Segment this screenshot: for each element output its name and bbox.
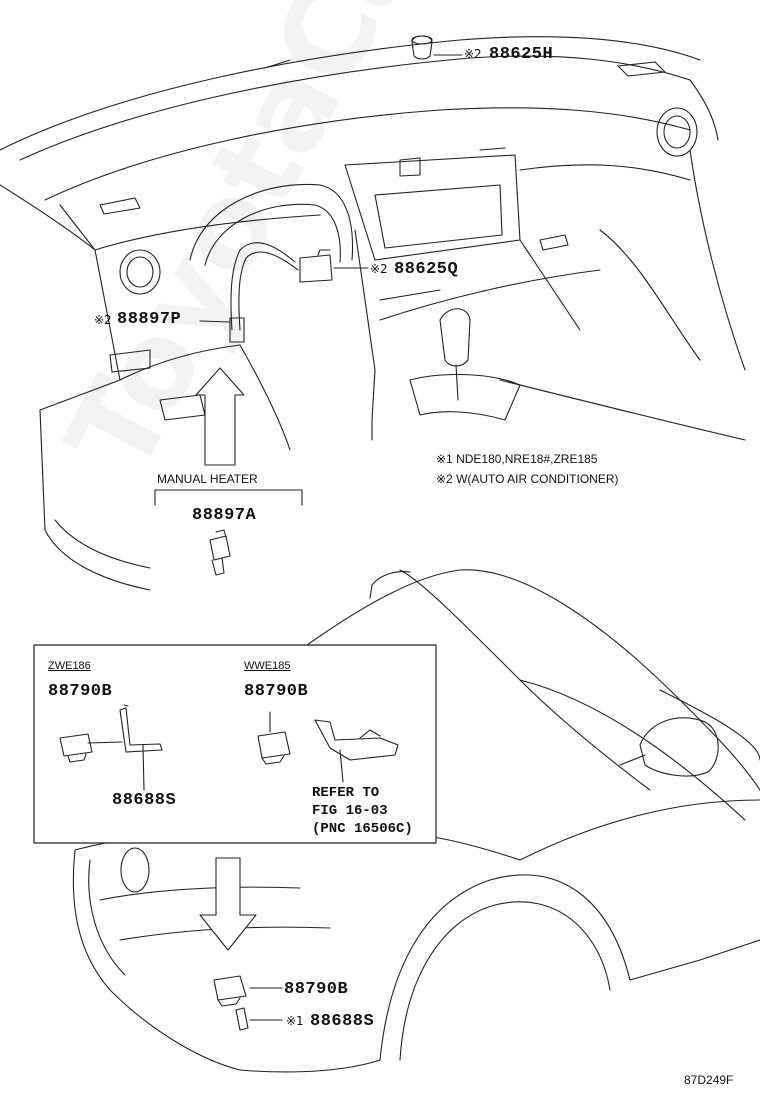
part-88897P[interactable]: 88897P	[117, 310, 182, 329]
note-mark-88897P: ※2	[94, 313, 112, 327]
part-88688S-front[interactable]: 88688S	[310, 1012, 375, 1031]
part-88688S-zwe[interactable]: 88688S	[112, 791, 177, 810]
note-mark-88625Q: ※2	[370, 262, 388, 276]
down-arrow	[199, 857, 257, 951]
inset-box	[33, 644, 437, 844]
wwe-parts	[257, 711, 399, 783]
refer-line-1: REFER TO	[312, 785, 380, 801]
variant-zwe186: ZWE186	[48, 660, 91, 672]
manual-heater-label: MANUAL HEATER	[157, 472, 258, 486]
part-88790B-wwe[interactable]: 88790B	[244, 682, 309, 701]
note-mark-88625H: ※2	[464, 47, 482, 61]
refer-line-3: (PNC 16506C)	[312, 821, 413, 837]
part-88625H[interactable]: 88625H	[489, 45, 554, 64]
part-88790B-zwe[interactable]: 88790B	[48, 682, 113, 701]
part-88790B-front[interactable]: 88790B	[284, 980, 349, 999]
variant-wwe185: WWE185	[244, 660, 291, 672]
front-sensor-parts	[213, 975, 283, 1031]
part-88625Q[interactable]: 88625Q	[394, 260, 459, 279]
footnote-1: ※1 NDE180,NRE18#,ZRE185	[436, 452, 598, 466]
part-88897A[interactable]: 88897A	[192, 506, 257, 525]
diagram-code: 87D249F	[684, 1073, 734, 1087]
car-exterior-outline	[72, 569, 760, 1073]
refer-line-2: FIG 16-03	[312, 803, 388, 819]
note-mark-88688S: ※1	[286, 1014, 304, 1028]
dashboard-outline	[0, 35, 746, 591]
manual-heater-bracket	[154, 489, 303, 506]
refer-to-fig[interactable]: REFER TO FIG 16-03 (PNC 16506C)	[312, 784, 413, 838]
sensor-88897A	[209, 529, 231, 576]
zwe-parts	[59, 704, 163, 791]
footnote-2: ※2 W(AUTO AIR CONDITIONER)	[436, 472, 619, 486]
